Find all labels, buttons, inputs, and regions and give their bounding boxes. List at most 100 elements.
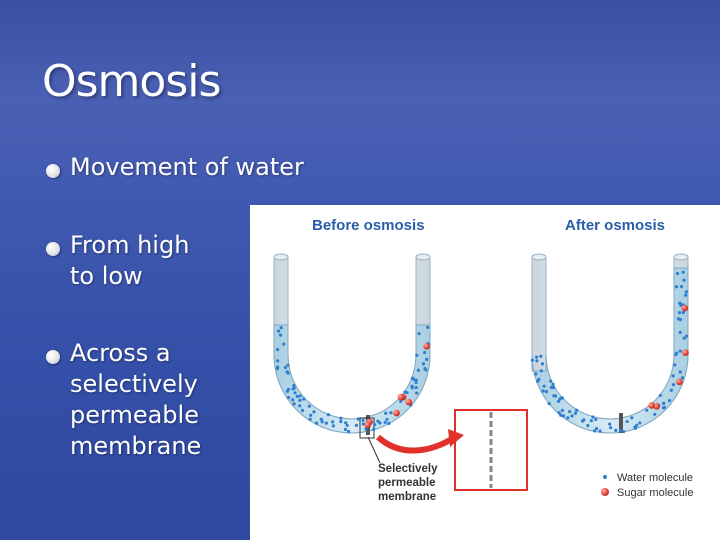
zoom-arrow-head-icon [448, 429, 464, 447]
water-molecule [559, 413, 563, 417]
water-molecule [364, 427, 368, 431]
water-molecule-legend-icon [603, 475, 607, 479]
water-molecule [426, 325, 430, 330]
water-molecule [298, 394, 302, 398]
water-molecule [539, 354, 543, 358]
water-molecule [549, 385, 553, 389]
water-molecule [676, 317, 681, 321]
water-molecule [292, 383, 296, 388]
osmosis-diagram: Before osmosis After osmosis Selectively… [250, 205, 720, 540]
zoom-arrow [375, 434, 457, 454]
water-molecule [387, 421, 391, 425]
water-molecule [302, 397, 306, 401]
water-molecule [673, 363, 677, 367]
water-molecule [314, 421, 319, 425]
water-molecule [557, 411, 561, 415]
water-molecule [638, 421, 642, 425]
bullet-2-line-2: to low [70, 262, 143, 290]
membrane-label-line-1: Selectively [378, 463, 438, 475]
bullet-3-line-4: membrane [70, 432, 202, 460]
sugar-molecule [676, 378, 683, 386]
sugar-molecule [405, 398, 413, 406]
water-molecule [594, 426, 599, 431]
water-molecule [534, 355, 539, 359]
water-molecule [534, 372, 538, 376]
water-molecule [308, 417, 312, 421]
water-molecule [403, 390, 407, 394]
water-molecule [681, 270, 685, 274]
water-molecule [630, 416, 634, 420]
water-molecule [544, 389, 549, 394]
water-molecule [566, 416, 570, 420]
bullet-3-line-3: permeable [70, 401, 199, 429]
water-molecule [542, 384, 546, 388]
sugar-molecule-legend-icon [601, 488, 609, 496]
water-molecule [671, 383, 676, 387]
water-molecule [570, 414, 574, 418]
water-molecule [608, 422, 612, 426]
sugar-molecule [397, 393, 405, 401]
water-molecule [561, 414, 566, 418]
water-molecule [361, 418, 365, 422]
water-molecule [586, 423, 590, 428]
water-molecule [622, 429, 626, 434]
water-molecule [671, 374, 675, 378]
water-molecule [415, 353, 419, 357]
water-molecule [560, 408, 564, 413]
water-molecule [425, 357, 429, 361]
water-molecule [675, 271, 680, 276]
water-molecule [678, 301, 682, 305]
water-molecule [682, 336, 686, 340]
water-molecule [658, 393, 662, 398]
water-molecule [410, 376, 415, 380]
water-molecule [679, 284, 684, 289]
water-molecule [343, 427, 348, 432]
water-molecule [319, 417, 323, 421]
water-molecule [594, 417, 598, 422]
before-osmosis-label: Before osmosis [312, 217, 425, 234]
sugar-molecule [393, 409, 400, 417]
water-molecule [592, 429, 597, 433]
water-molecule [285, 389, 289, 393]
water-molecule [326, 413, 330, 417]
water-molecule [530, 358, 534, 362]
water-molecule [275, 366, 280, 371]
water-molecule [573, 411, 578, 415]
water-molecule [372, 427, 376, 432]
water-molecule [276, 329, 281, 333]
water-molecule [291, 398, 295, 402]
water-molecule [682, 278, 686, 282]
bullet-3-line-1: Across a [70, 339, 171, 367]
water-molecule [560, 396, 564, 400]
water-molecule [421, 362, 426, 366]
bullet-1: Movement of water [46, 152, 304, 183]
water-molecule [424, 368, 428, 372]
water-molecule [684, 290, 688, 294]
water-molecule [591, 415, 595, 419]
water-molecule [423, 350, 427, 355]
water-molecule [415, 391, 419, 395]
water-molecule [575, 408, 579, 412]
water-molecule [346, 429, 351, 434]
water-molecule [339, 416, 343, 420]
water-molecule [298, 398, 302, 402]
water-molecule [680, 376, 685, 380]
water-molecule [417, 332, 421, 336]
water-molecule [669, 388, 673, 392]
water-molecule [416, 368, 421, 372]
water-molecule [685, 334, 689, 338]
water-molecule [356, 417, 360, 421]
water-molecule [276, 359, 280, 363]
water-molecule [681, 310, 686, 315]
legend: Water molecule Sugar molecule [601, 472, 693, 499]
water-molecule [662, 405, 666, 409]
water-molecule [399, 399, 403, 403]
water-molecule [287, 395, 291, 400]
water-molecule [614, 428, 618, 433]
water-molecule [674, 352, 678, 357]
water-molecule [286, 363, 290, 367]
sugar-molecule [653, 403, 660, 410]
before-u-tube [273, 253, 431, 439]
water-molecule [678, 370, 682, 374]
water-molecule [295, 394, 299, 398]
